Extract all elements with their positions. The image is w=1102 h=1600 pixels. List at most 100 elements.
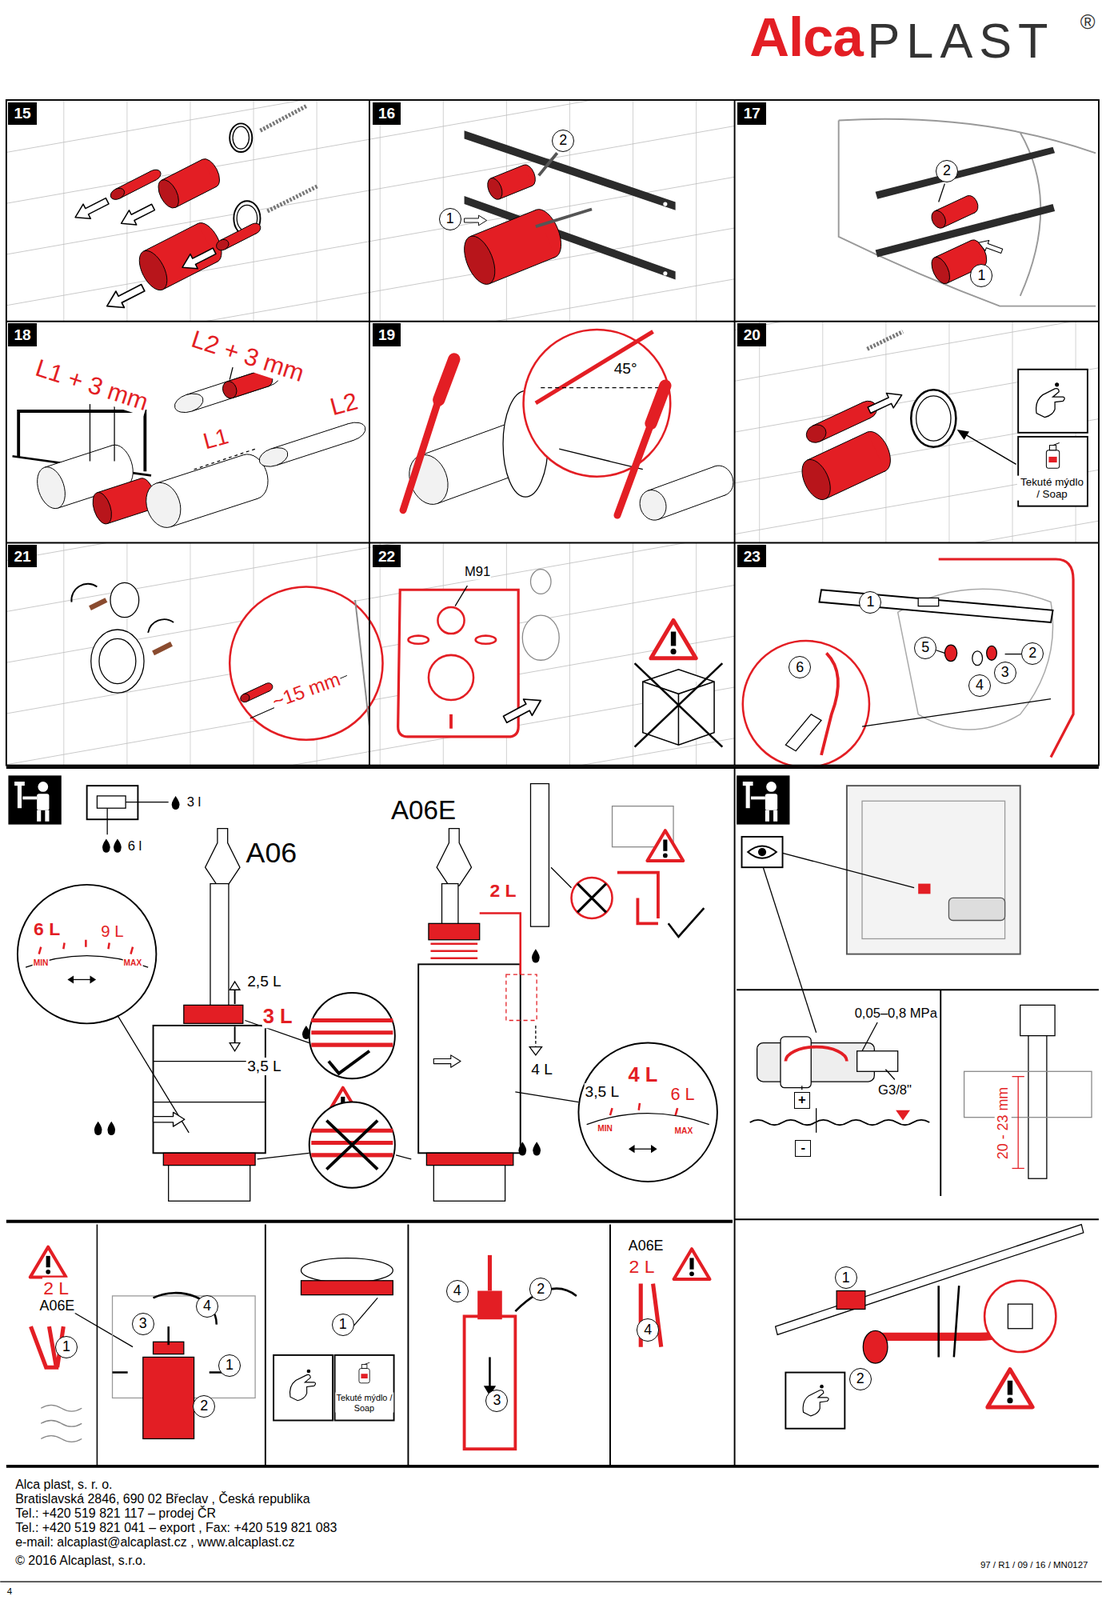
drawing-part [301, 1280, 394, 1295]
drawing-part [586, 1113, 710, 1125]
node-text: - [800, 1141, 806, 1155]
drawing-part [259, 106, 306, 132]
drawing-part [484, 162, 539, 202]
panel-17-drawing [838, 119, 1096, 307]
drawing-part [398, 589, 520, 737]
volume-label: 3 l [186, 794, 203, 810]
drawing-part [522, 614, 559, 660]
drawing-part [154, 155, 224, 212]
drawing-part [785, 714, 822, 751]
drawing-part [801, 1085, 803, 1090]
drawing-part [214, 221, 263, 253]
panel-tiles [6, 99, 1099, 766]
drawing-part [108, 167, 164, 202]
drawing-part [976, 237, 1004, 257]
drawing-part [1018, 369, 1088, 433]
footer-text: Bratislavská 2846, 690 02 Břeclav , Česk… [15, 1491, 311, 1506]
callout-number: 2 [529, 1277, 552, 1300]
drawing-part [335, 1354, 395, 1421]
drawing-part [736, 774, 790, 824]
drawing-part [229, 123, 252, 152]
callout-number: 1 [218, 1353, 241, 1377]
part-name: A06E [39, 1297, 76, 1314]
drawing-part [153, 643, 172, 653]
part-name: M91 [463, 563, 492, 579]
drawing-part [635, 461, 738, 524]
drawing-part [875, 147, 1055, 200]
drawing-part [515, 1091, 579, 1102]
drawing-part [301, 1257, 394, 1283]
drawing-part [7, 774, 61, 824]
node-text: 1 [977, 268, 986, 284]
drawing-part [540, 387, 668, 388]
step-badge: 22 [372, 544, 402, 567]
drawing-part [407, 1224, 409, 1466]
drawing-part [168, 1165, 251, 1202]
drawing-part [353, 1297, 379, 1326]
drawing-part [17, 884, 156, 1023]
drawing-part [650, 620, 696, 659]
dimension-label: L1 [199, 423, 232, 456]
drawing-part [183, 1004, 244, 1023]
drawing-part [530, 569, 551, 595]
drawing-part [747, 845, 777, 858]
node-text: 23 [743, 548, 761, 564]
drawing-part [102, 838, 111, 852]
drawing-part [264, 1224, 267, 1466]
drawing-part [523, 329, 671, 477]
drawing-part [488, 1356, 492, 1387]
drawing-part [986, 645, 998, 660]
drawing-part [895, 1109, 911, 1121]
volume-label: 4 L [530, 1060, 554, 1079]
drawing-part [436, 828, 472, 886]
drawing-part [918, 883, 931, 895]
panel-22-drawing [398, 569, 723, 747]
drawing-part [646, 830, 683, 861]
drawing-part [650, 385, 666, 424]
drawing-part [442, 883, 459, 925]
drawing-part [487, 1254, 492, 1291]
drawing-part [107, 807, 108, 835]
drawing-part [935, 650, 945, 654]
callout-number: 5 [914, 636, 937, 659]
node-text: 1 [225, 1357, 234, 1373]
volume-label: 2 L [628, 1255, 656, 1277]
drawing-part [6, 1464, 1099, 1468]
drawing-part [433, 1165, 505, 1202]
drawing-part [1020, 1004, 1055, 1035]
drawing-part [113, 399, 115, 462]
drawing-part [938, 558, 1074, 757]
drawing-part [273, 1354, 333, 1421]
volume-label: 3,5 L [584, 1082, 621, 1101]
volume-label: 4 L [626, 1062, 659, 1087]
soap-label: Tekuté mýdlo / Soap [335, 1392, 394, 1413]
panel-23-drawing [742, 558, 1074, 767]
drawing-part [535, 331, 654, 404]
drawing-part [742, 640, 870, 767]
drawing-part [369, 543, 735, 766]
node-text: 1 [866, 594, 875, 610]
drawing-part [110, 582, 140, 617]
bottom-row-drawing [30, 1218, 1099, 1449]
callout-number: 1 [970, 263, 993, 287]
callout-number: 2 [849, 1367, 872, 1390]
drawing-part [71, 193, 112, 225]
node-text: 4 [643, 1322, 652, 1338]
drawing-part [862, 1329, 888, 1363]
drawing-part [40, 1404, 82, 1442]
drawing-part [71, 583, 97, 603]
drawing-part [610, 1102, 678, 1115]
drawing-part [96, 795, 126, 808]
drawing-part [750, 1119, 930, 1125]
drawing-part [167, 1325, 170, 1345]
drawing-part [1005, 653, 1022, 655]
drawing-part [91, 629, 144, 693]
node-text: 18 [13, 327, 31, 343]
drawing-part [6, 320, 1099, 323]
part-name: A06E [627, 1236, 665, 1254]
drawing-part [916, 395, 951, 441]
drawing-part [802, 1384, 829, 1416]
drawing-part [796, 427, 897, 504]
drawing-part [734, 99, 736, 766]
drawing-part [944, 644, 957, 661]
